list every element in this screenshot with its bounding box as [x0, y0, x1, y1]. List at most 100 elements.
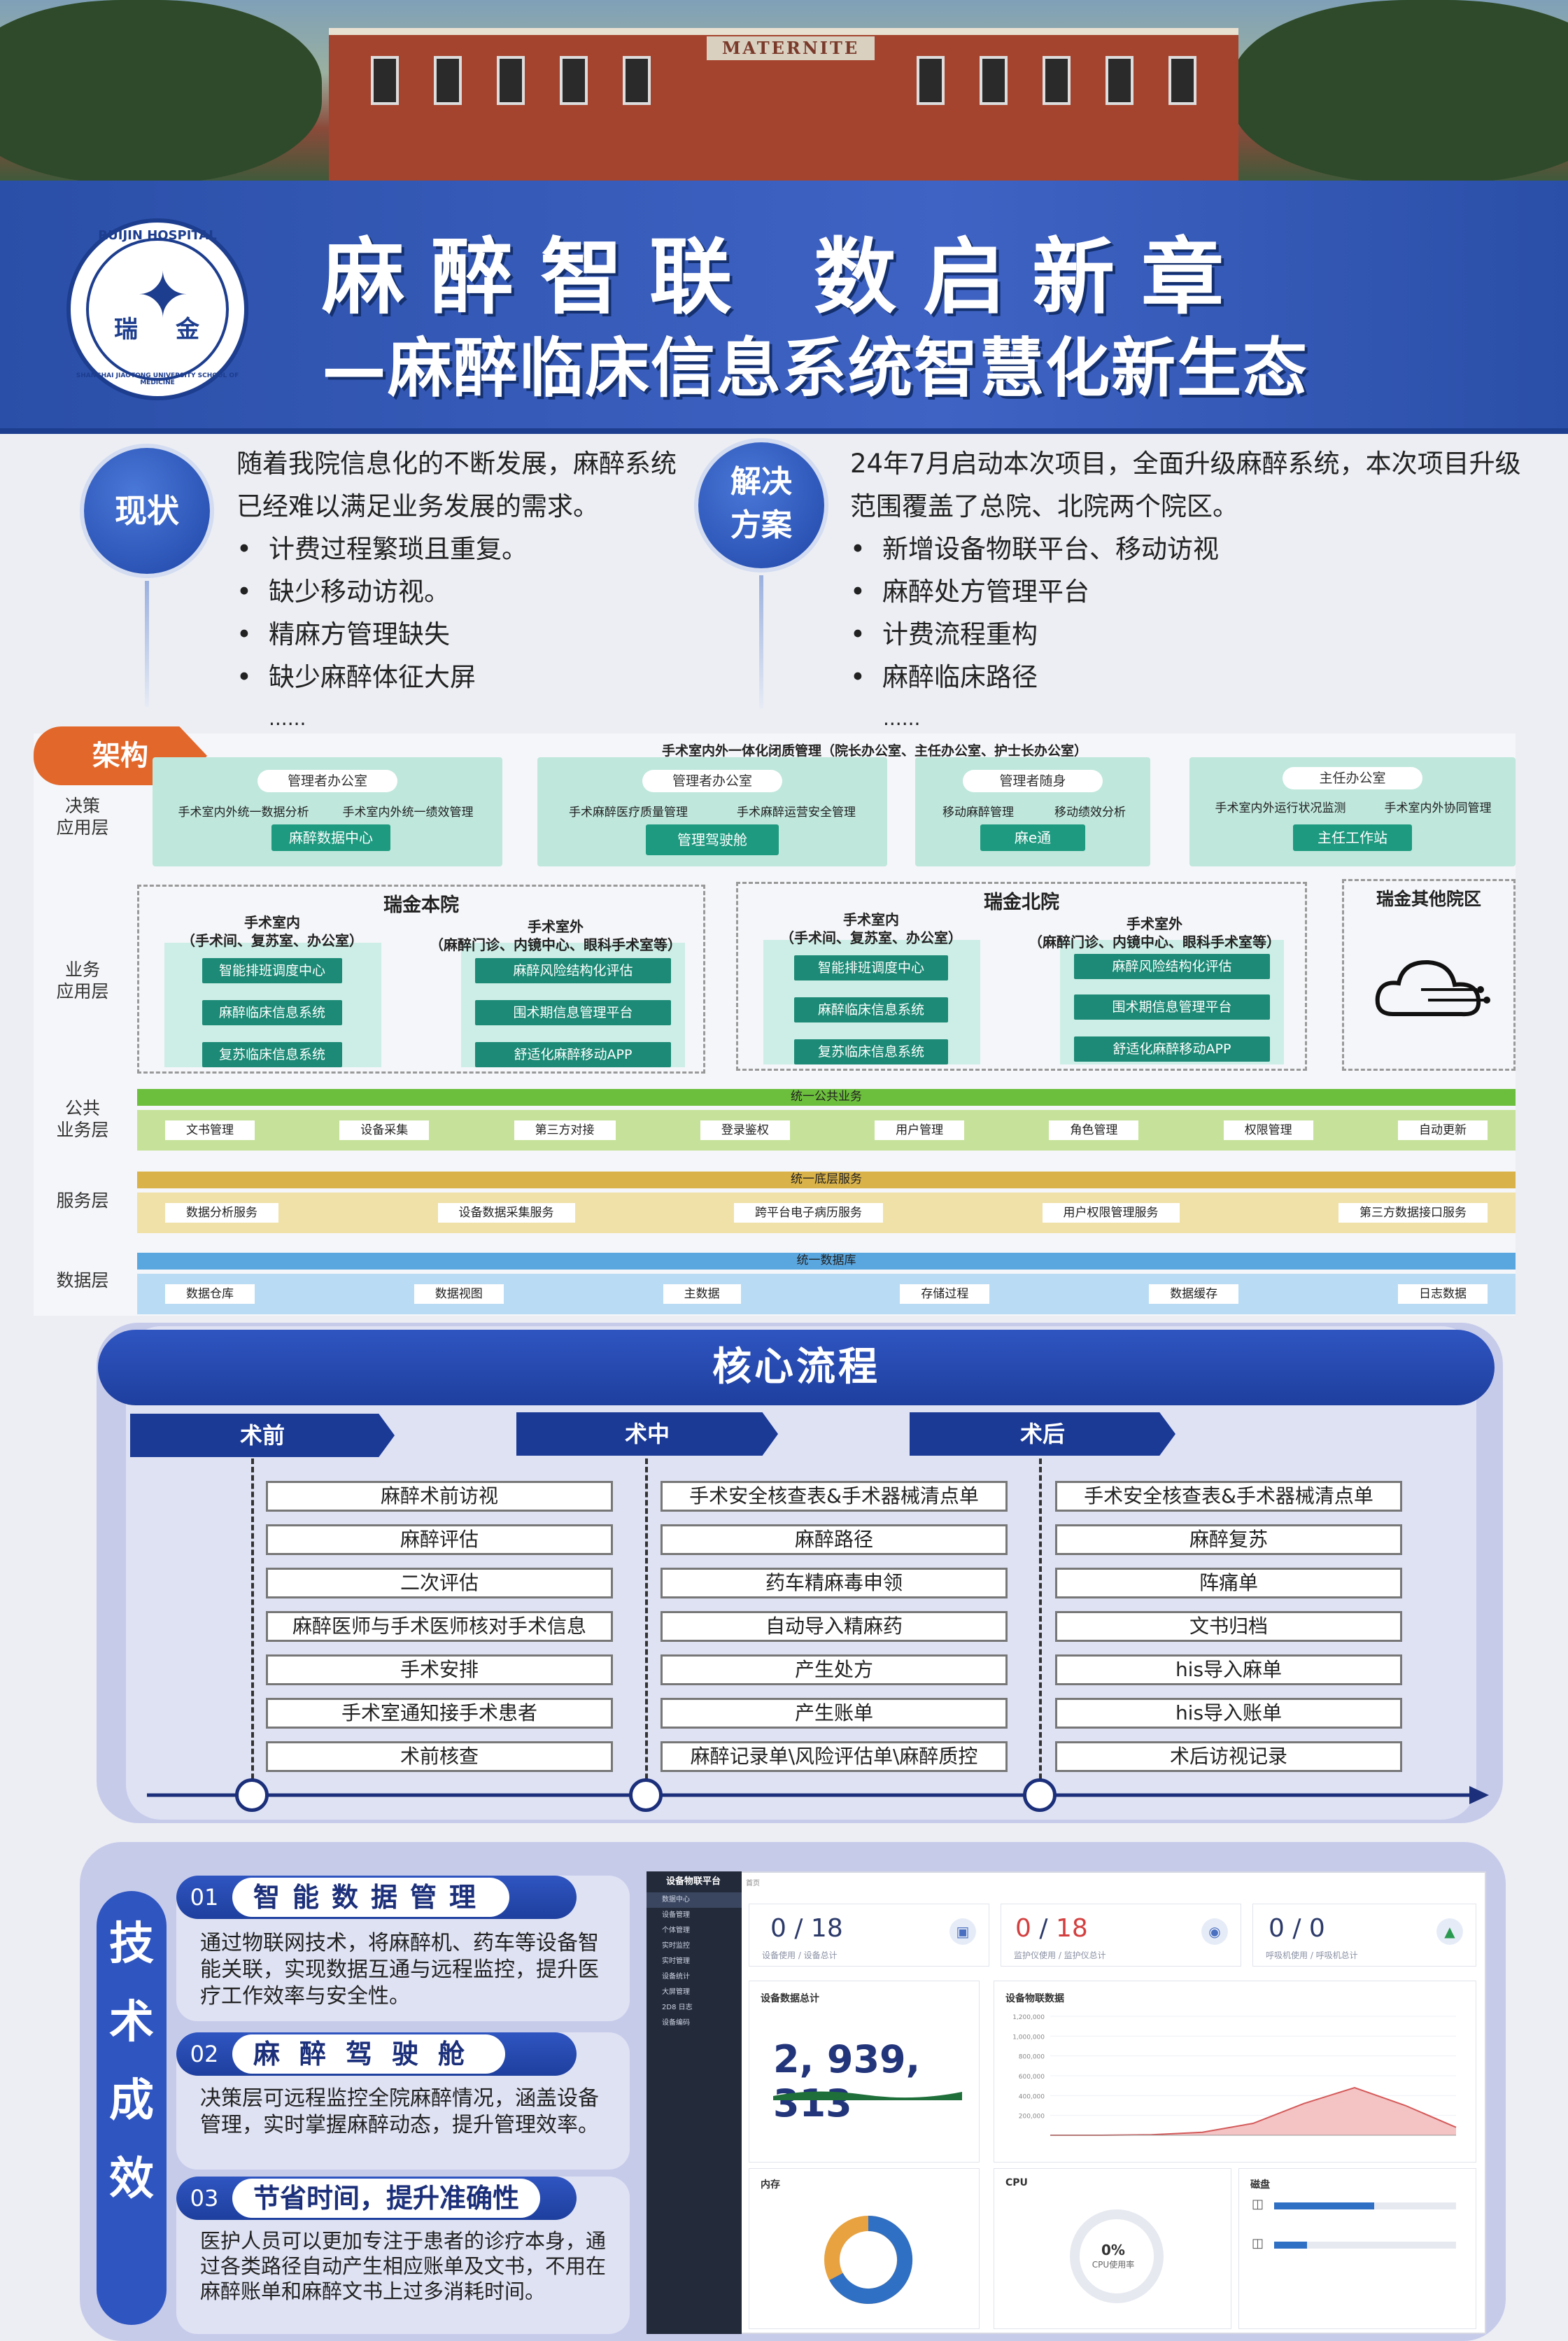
page-subtitle: —麻醉临床信息系统智慧化新生态	[322, 331, 1309, 406]
dashboard-breadcrumb[interactable]: 首页	[746, 1880, 760, 1887]
cpu-value: 0%	[1101, 2242, 1125, 2258]
effect-number: 03	[190, 2185, 219, 2212]
sparkline-icon	[773, 2091, 962, 2100]
dashboard-menu-item[interactable]: 大屏管理	[662, 1988, 690, 1996]
area-series	[1050, 2088, 1456, 2135]
campus-other: 瑞金其他院区	[1342, 879, 1516, 1071]
tree-right	[1231, 0, 1568, 183]
mobile-app-button[interactable]: 麻e通	[980, 824, 1085, 851]
dashboard-sidebar: 设备物联平台 数据中心 设备管理 个体管理 实时监控 实时管理 设备统计 大屏管…	[647, 1871, 742, 2334]
dashboard-menu-item[interactable]: 2D8 日志	[662, 2004, 693, 2011]
director-station-button[interactable]: 主任工作站	[1293, 824, 1412, 851]
campus-north-system[interactable]: 复苏临床信息系统	[794, 1039, 948, 1064]
y-tick-label: 1,000,000	[1012, 2034, 1045, 2041]
dashboard-app-title: 设备物联平台	[666, 1876, 721, 1887]
business-layer-label: 业务 应用层	[56, 959, 109, 1001]
status-item: 缺少麻醉体征大屏	[236, 656, 670, 698]
cockpit-button[interactable]: 管理驾驶舱	[646, 824, 779, 855]
total-data-card: 设备数据总计 2, 939, 313	[749, 1981, 980, 2163]
phase-postop: 术后	[910, 1412, 1175, 1456]
campus-north-system[interactable]: 麻醉临床信息系统	[794, 997, 948, 1022]
service-layer-bar: 统一底层服务	[137, 1172, 1516, 1188]
dashboard-menu-item[interactable]: 实时管理	[662, 1957, 690, 1965]
device-icon: ▣	[949, 1918, 976, 1945]
campus-main-system[interactable]: 复苏临床信息系统	[202, 1042, 342, 1067]
campus-north-system[interactable]: 麻醉风险结构化评估	[1074, 954, 1270, 979]
campus-main-system[interactable]: 智能排班调度中心	[202, 958, 342, 983]
effect-title: 节省时间，提升准确性	[232, 2179, 541, 2218]
status-list: 计费过程繁琐且重复。 缺少移动访视。 精麻方管理缺失 缺少麻醉体征大屏	[236, 528, 670, 698]
flow-step-preop: 手术安排	[266, 1654, 613, 1685]
campus-main-system[interactable]: 围术期信息管理平台	[475, 1000, 671, 1025]
campus-north: 瑞金北院 手术室内（手术间、复苏室、办公室） 手术室外（麻醉门诊、内镜中心、眼科…	[736, 882, 1307, 1071]
flow-step-preop: 术前核查	[266, 1741, 613, 1772]
dashboard-menu-item[interactable]: 设备统计	[662, 1973, 690, 1981]
data-item: 日志数据	[1397, 1284, 1488, 1304]
campus-main-system[interactable]: 麻醉临床信息系统	[202, 1000, 342, 1025]
flow-step-preop: 二次评估	[266, 1568, 613, 1598]
vitruvian-icon: ✦	[136, 259, 190, 332]
public-item: 角色管理	[1049, 1120, 1139, 1140]
campus-north-system[interactable]: 智能排班调度中心	[794, 955, 948, 980]
cloud-icon	[1375, 959, 1490, 1017]
solution-text: 24年7月启动本次项目，全面升级麻醉系统，本次项目升级范围覆盖了总院、北院两个院…	[850, 449, 1521, 521]
data-layer-label: 数据层	[56, 1270, 109, 1291]
service-layer-items: 数据分析服务 设备数据采集服务 跨平台电子病历服务 用户权限管理服务 第三方数据…	[137, 1193, 1516, 1233]
dashboard-menu-item[interactable]: 个体管理	[662, 1927, 690, 1934]
cpu-caption: CPU使用率	[1092, 2260, 1135, 2270]
title-banner	[0, 181, 1568, 434]
campus-main-system[interactable]: 麻醉风险结构化评估	[475, 958, 671, 983]
phase-preop: 术前	[130, 1414, 395, 1457]
flow-step-intraop: 产生账单	[661, 1698, 1008, 1729]
total-data-value: 2, 939, 313	[773, 2037, 921, 2125]
effect-text: 医护人员可以更加专注于患者的诊疗本身，通过各类路径自动产生相应账单及文书，不用在…	[200, 2229, 607, 2303]
core-flow-title: 核心流程	[98, 1330, 1495, 1405]
service-layer-label: 服务层	[56, 1190, 109, 1211]
campus-north-system[interactable]: 舒适化麻醉移动APP	[1074, 1036, 1270, 1062]
dashboard-menu-item[interactable]: 实时监控	[662, 1942, 690, 1950]
logo-top-text: RUIJIN HOSPITAL	[98, 228, 217, 243]
effect-card-1: 01 智能数据管理 通过物联网技术，将麻醉机、药车等设备智能关联，实现数据互通与…	[176, 1876, 630, 2021]
decision-layer-label: 决策 应用层	[56, 796, 109, 838]
cpu-gauge	[1070, 2209, 1164, 2303]
flow-step-preop: 麻醉评估	[266, 1524, 613, 1555]
flow-step-intraop: 自动导入精麻药	[661, 1611, 1008, 1642]
campus-main-system[interactable]: 舒适化麻醉移动APP	[475, 1042, 671, 1067]
public-item: 文书管理	[165, 1120, 255, 1140]
status-item: 精麻方管理缺失	[236, 613, 670, 656]
data-center-button[interactable]: 麻醉数据中心	[271, 824, 390, 851]
flow-step-postop: 手术安全核查表&手术器械清点单	[1055, 1481, 1402, 1512]
solution-item: 计费流程重构	[850, 613, 1480, 656]
status-stem	[145, 581, 149, 707]
flow-step-preop: 麻醉医师与手术医师核对手术信息	[266, 1611, 613, 1642]
kpi-card-3: 0 / 0 呼吸机使用 / 呼吸机总计 ▲	[1252, 1904, 1476, 1967]
service-item: 数据分析服务	[165, 1203, 278, 1223]
dashboard-menu-item[interactable]: 设备管理	[662, 1911, 690, 1919]
flow-step-postop: 文书归档	[1055, 1611, 1402, 1642]
flow-step-postop: 麻醉复苏	[1055, 1524, 1402, 1555]
hospital-logo: RUIJIN HOSPITAL ✦ 瑞 金 SHANGHAI JIAOTONG …	[66, 218, 248, 400]
device-data-chart: 1,200,0001,000,000800,000600,000400,0002…	[1012, 2014, 1457, 2136]
service-item: 第三方数据接口服务	[1339, 1203, 1488, 1223]
effect-title: 智能数据管理	[232, 1878, 510, 1917]
campus-north-system[interactable]: 围术期信息管理平台	[1074, 994, 1270, 1020]
decision-top-label: 手术室内外一体化闭质管理（院长办公室、主任办公室、护士长办公室）	[661, 743, 1087, 759]
timeline-node-postop	[1023, 1778, 1057, 1812]
disk-icon: ◫	[1252, 2236, 1264, 2251]
logo-bottom-text: SHANGHAI JIAOTONG UNIVERSITY SCHOOL OF M…	[76, 372, 239, 386]
public-item: 自动更新	[1397, 1120, 1488, 1140]
dashboard-menu-item[interactable]: 设备编码	[662, 2019, 690, 2027]
timeline-node-preop	[235, 1778, 269, 1812]
flow-step-postop: 阵痛单	[1055, 1568, 1402, 1598]
dashboard-menu-item[interactable]: 数据中心	[647, 1892, 742, 1908]
building-photo: MATERNITE	[0, 0, 1568, 183]
solution-label-line2: 方案	[730, 507, 792, 543]
memory-card: 内存	[749, 2168, 980, 2329]
solution-item: 新增设备物联平台、移动访视	[850, 528, 1480, 570]
status-item: 计费过程繁琐且重复。	[236, 528, 670, 570]
status-more: ......	[269, 707, 306, 730]
flow-step-intraop: 手术安全核查表&手术器械清点单	[661, 1481, 1008, 1512]
solution-label-line1: 解决	[730, 464, 792, 500]
effect-number: 01	[190, 1884, 219, 1911]
